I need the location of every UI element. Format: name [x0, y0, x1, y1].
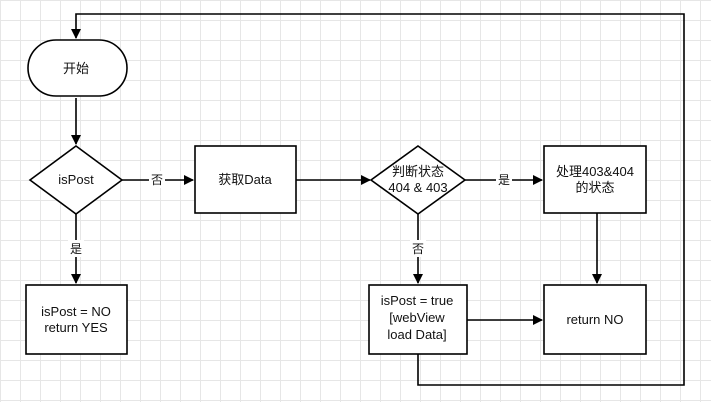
set-post-true-label-line1: isPost = true — [381, 293, 454, 308]
set-post-no-label-line2: return YES — [44, 320, 108, 335]
handle-status-label-line1: 处理403&404 — [556, 164, 634, 179]
edge-label-ispost-no: 否 — [151, 173, 163, 187]
get-data-process — [194, 145, 297, 214]
get-data-label: 获取Data — [218, 172, 272, 187]
set-post-true-process — [368, 284, 468, 355]
start-terminal — [27, 39, 128, 97]
ispost-label: isPost — [58, 172, 94, 187]
judge-status-label-line1: 判断状态 — [392, 164, 444, 179]
handle-status-label-line2: 的状态 — [575, 180, 614, 195]
set-post-true-label-line2: [webView — [389, 310, 445, 325]
set-post-true-label-line3: load Data] — [387, 327, 446, 342]
loop-back-edge — [71, 13, 685, 386]
set-post-no-process — [25, 284, 128, 355]
return-no-label: return NO — [566, 312, 623, 327]
judge-status-decision — [369, 145, 467, 215]
edge-label-judge-yes: 是 — [498, 173, 510, 187]
edge-label-judge-no: 否 — [412, 242, 424, 256]
start-label: 开始 — [63, 61, 89, 76]
handle-status-process — [543, 145, 647, 214]
judge-status-label-line2: 404 & 403 — [388, 180, 447, 195]
return-no-process — [543, 284, 647, 355]
edge-label-ispost-yes: 是 — [70, 242, 82, 256]
set-post-no-label-line1: isPost = NO — [41, 304, 111, 319]
ispost-decision — [28, 145, 124, 215]
